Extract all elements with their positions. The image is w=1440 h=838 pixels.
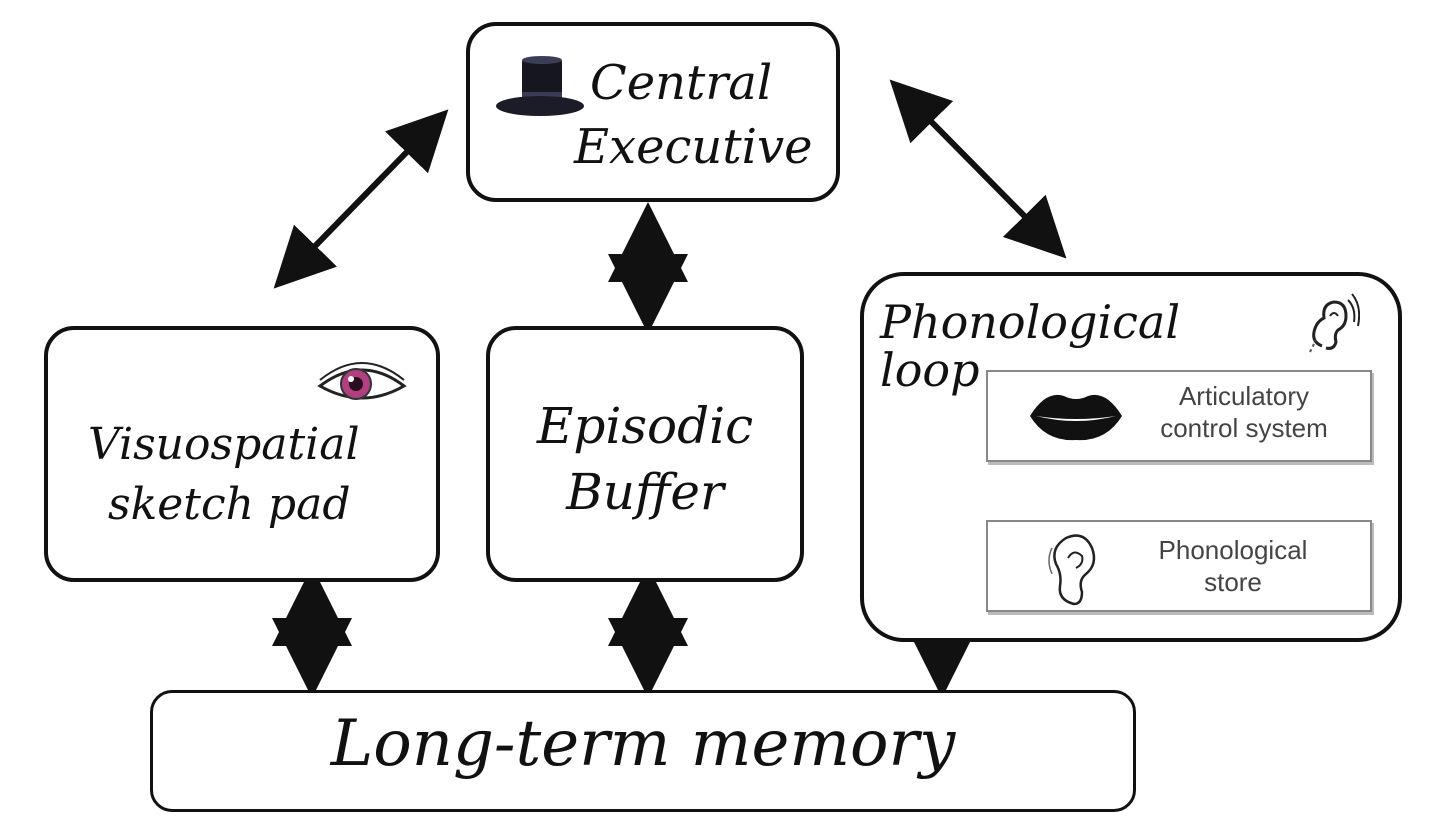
- phonological-store-line2: store: [1204, 567, 1262, 597]
- visuospatial-line2: sketch pad: [108, 479, 351, 530]
- central-executive-line1: Central: [590, 55, 773, 111]
- visuospatial-line1: Visuospatial: [88, 419, 360, 470]
- phonological-loop-box: Phonological loop Articulatory control s…: [860, 272, 1402, 642]
- articulatory-control-system-box: Articulatory control system: [986, 370, 1372, 462]
- articulatory-line1: Articulatory: [1178, 381, 1310, 411]
- eye-icon: [317, 362, 407, 400]
- articulatory-line2: control system: [1160, 413, 1328, 443]
- top-hat-icon: [496, 56, 584, 116]
- long-term-memory-box: Long-term memory: [150, 690, 1136, 812]
- arrow-central-phonological: [889, 79, 1067, 259]
- long-term-memory-label: Long-term memory: [330, 707, 956, 781]
- phonological-store-box: Phonological store: [986, 520, 1372, 612]
- episodic-line2: Buffer: [566, 463, 724, 521]
- arrow-central-visuospatial: [273, 109, 449, 289]
- ear-icon: [1309, 293, 1360, 353]
- episodic-line1: Episodic: [536, 397, 754, 455]
- ear-icon: [1048, 534, 1096, 606]
- episodic-buffer-box: Episodic Buffer: [486, 326, 804, 582]
- central-executive-box: Central Executive: [466, 22, 840, 202]
- phonological-store-line1: Phonological: [1158, 535, 1308, 565]
- central-executive-line2: Executive: [574, 119, 813, 175]
- phonological-loop-title: Phonological loop: [880, 295, 1181, 398]
- lips-icon: [1030, 394, 1122, 441]
- visuospatial-sketchpad-box: Visuospatial sketch pad: [44, 326, 440, 582]
